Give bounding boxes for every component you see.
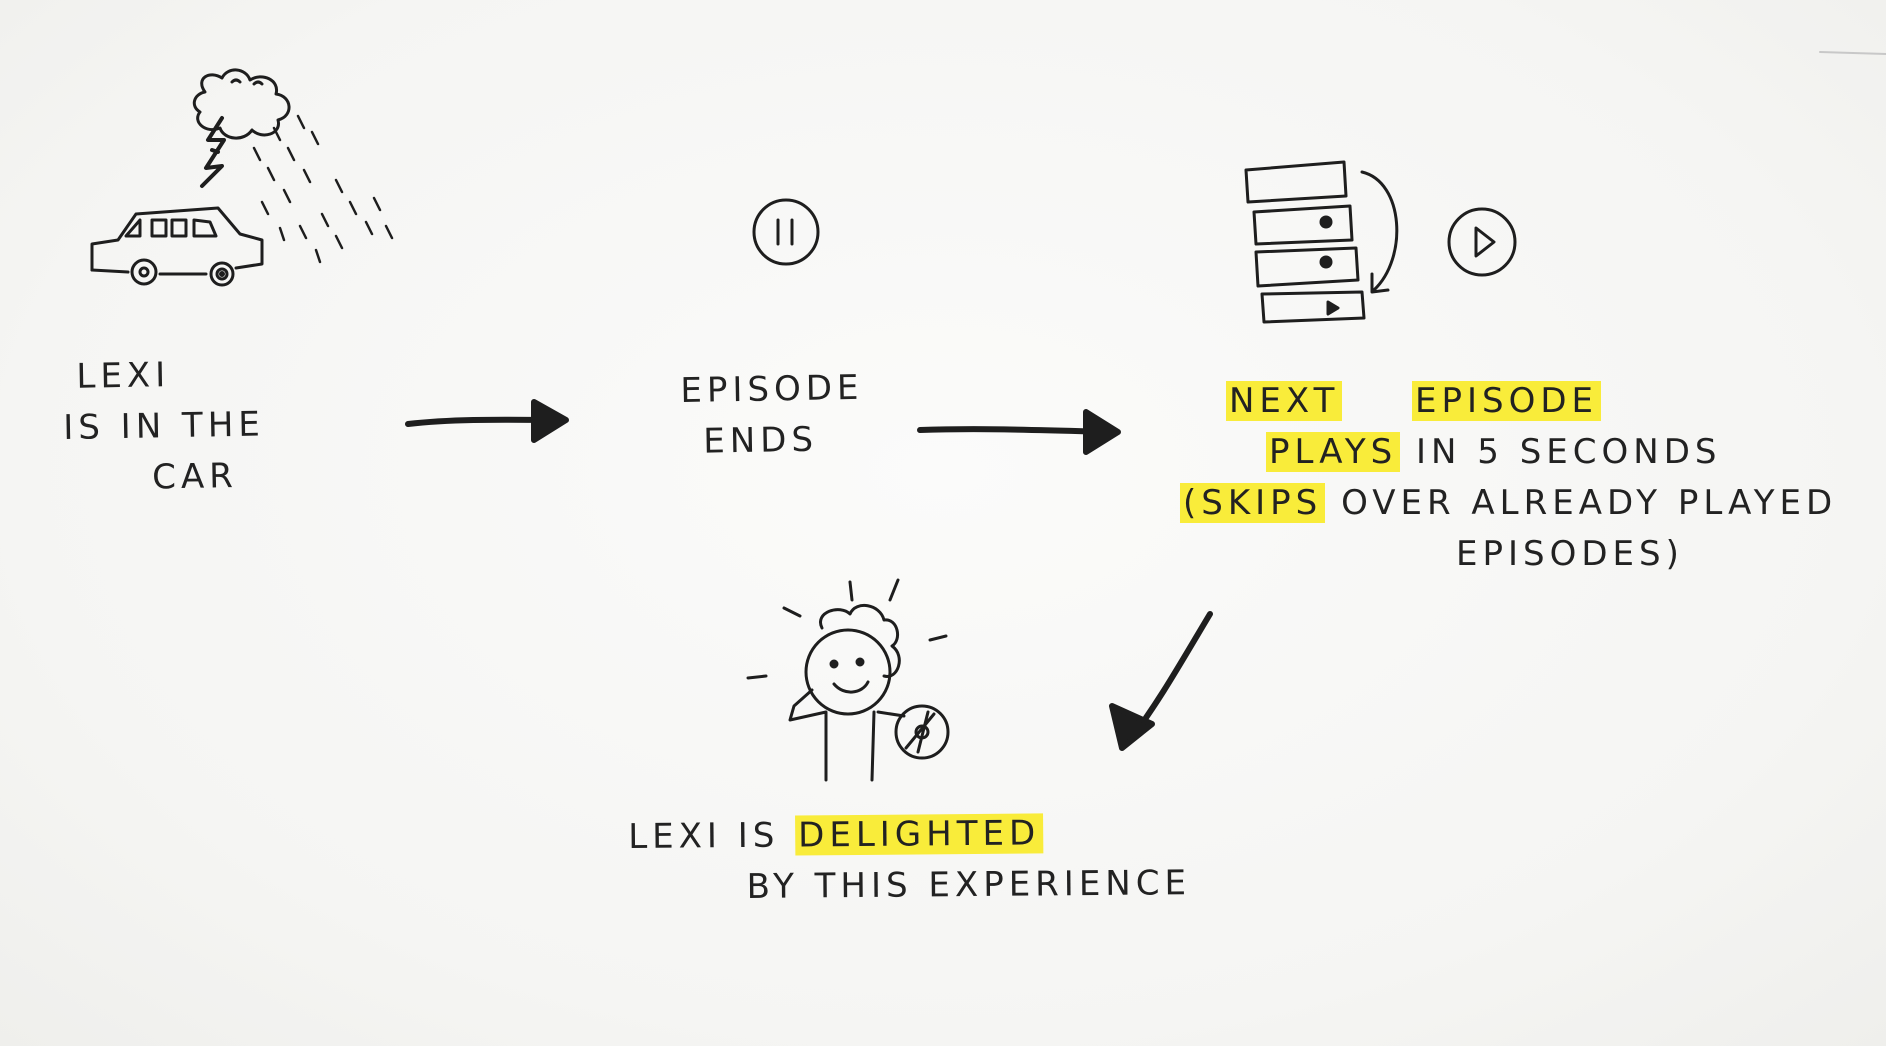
lightning-icon (200, 116, 226, 188)
highlighted-text: DELIGHTED (795, 813, 1044, 856)
scan-edge-mark (1819, 51, 1886, 55)
step-label-lexi-delighted: LEXI IS DELIGHTED BY THIS EXPERIENCE (628, 807, 1191, 914)
play-icon (1447, 207, 1517, 277)
happy-person-icon (746, 578, 948, 782)
step-line: CAR (151, 455, 239, 498)
pause-icon (752, 198, 820, 266)
step-line: LEXI (76, 355, 171, 397)
rain-icon (252, 114, 394, 264)
arrow-right-icon (917, 409, 1121, 455)
step-text: OVER ALREADY PLAYED (1341, 483, 1838, 523)
step-text: LEXI IS (628, 815, 780, 857)
step-label-lexi-in-car: LEXI IS IN THE CAR (62, 348, 266, 504)
step-line: IS IN THE (62, 404, 266, 448)
step-text: IN 5 SECONDS (1416, 432, 1722, 472)
step-line: EPISODE (680, 367, 864, 411)
storm-cloud-icon (192, 68, 291, 140)
step-text: EPISODES) (1456, 534, 1684, 574)
highlighted-text: NEXT (1226, 381, 1343, 421)
curved-arrow-icon (1360, 170, 1399, 294)
step-text: BY THIS EXPERIENCE (746, 863, 1192, 907)
highlighted-text: (SKIPS (1180, 483, 1326, 523)
step-line: ENDS (702, 419, 819, 462)
step-label-episode-ends: EPISODE ENDS (680, 363, 865, 468)
arrow-down-left-icon (1109, 611, 1213, 751)
highlighted-text: EPISODE (1412, 381, 1602, 421)
disc-icon (894, 704, 950, 760)
step-label-next-episode: NEXT EPISODE PLAYS IN 5 SECONDS (SKIPS O… (1180, 376, 1838, 580)
arrow-right-icon (405, 399, 569, 443)
highlighted-text: PLAYS (1266, 432, 1401, 472)
car-icon (90, 206, 264, 287)
episode-stack-icon (1244, 160, 1366, 324)
